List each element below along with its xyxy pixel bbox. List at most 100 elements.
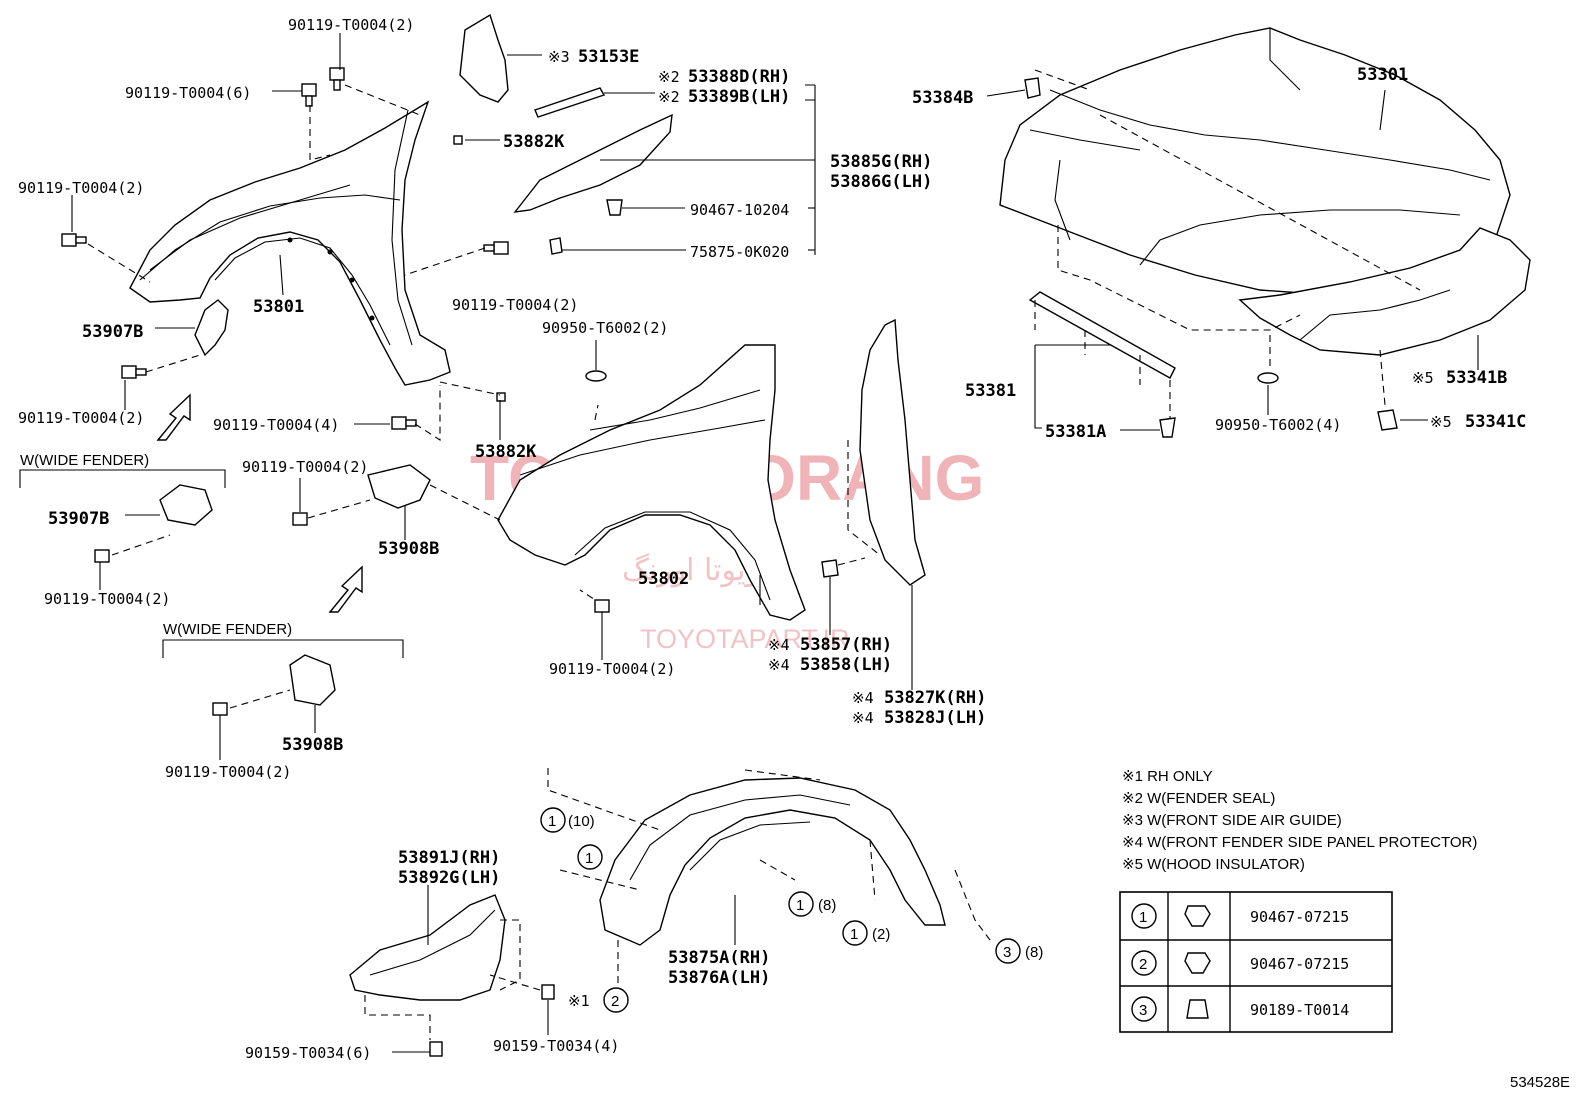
note-4: ※4 W(FRONT FENDER SIDE PANEL PROTECTOR) [1122, 834, 1477, 851]
callout-3: 3 (8) [995, 938, 1043, 964]
note-2: ※2 W(FENDER SEAL) [1122, 790, 1275, 807]
svg-text:90467-07215: 90467-07215 [1250, 908, 1349, 926]
label-53384b: 53384B [912, 88, 973, 108]
label-53827k: 53827K(RH) [884, 688, 986, 708]
notes-legend: ※1 RH ONLY ※2 W(FENDER SEAL) ※3 W(FRONT … [1122, 768, 1477, 873]
fender-seal [534, 87, 606, 118]
note-1: ※1 RH ONLY [1122, 768, 1213, 785]
svg-text:(8): (8) [1025, 944, 1043, 961]
label-53908b-wide: 53908B [282, 735, 343, 755]
mark-5: ※5 [1412, 369, 1434, 387]
mark-2: ※2 [658, 68, 680, 86]
fastener-table: 1 90467-07215 2 90467-07215 3 90189-T001… [1119, 891, 1393, 1033]
label-90119-t0004: 90119-T0004(2) [549, 660, 675, 678]
svg-text:(10): (10) [568, 813, 595, 830]
bolt-icon [594, 599, 610, 613]
label-53892g: 53892G(LH) [398, 868, 500, 888]
label-75875-0k020: 75875-0K020 [690, 243, 789, 261]
label-53882k: 53882K [503, 132, 565, 152]
label-53341b: 53341B [1446, 368, 1507, 388]
clip-53857 [821, 559, 839, 578]
label-53857: 53857(RH) [800, 635, 892, 655]
watermark-site: TOYOTAPART.IR [640, 624, 850, 654]
bolt-icon [429, 1041, 443, 1057]
bracket-53908b [367, 464, 431, 509]
mark-3: ※3 [548, 48, 570, 66]
clip-53381a [1159, 417, 1176, 438]
arrow-icon [156, 393, 191, 441]
svg-text:90189-T0014: 90189-T0014 [1250, 1001, 1349, 1019]
table-row: 3 90189-T0014 [1131, 996, 1349, 1022]
label-90467-10204: 90467-10204 [690, 201, 789, 219]
note-3: ※3 W(FRONT SIDE AIR GUIDE) [1122, 812, 1342, 829]
mark-1: ※1 [568, 992, 590, 1010]
svg-text:2: 2 [1139, 956, 1147, 973]
clip-icon [1184, 952, 1211, 974]
svg-text:3: 3 [1003, 944, 1011, 961]
table-row: 1 90467-07215 [1131, 903, 1349, 929]
svg-text:1: 1 [1139, 909, 1147, 926]
callout-2: 2 [603, 987, 629, 1013]
arrow-icon [328, 565, 363, 613]
part-labels: 90119-T0004(2) 90119-T0004(6) 90119-T000… [18, 16, 1526, 1062]
label-90119-t0004: 90119-T0004(2) [452, 296, 578, 314]
label-90119-t0004: 90119-T0004(2) [18, 409, 144, 427]
hood-53301 [999, 27, 1511, 296]
label-90119-t0004: 90119-T0004(6) [125, 84, 251, 102]
label-53828j: 53828J(LH) [884, 708, 986, 728]
label-53801: 53801 [253, 297, 304, 317]
label-90119-t0004: 90119-T0004(2) [44, 590, 170, 608]
bracket-53907b [194, 299, 229, 357]
splash-shield-53891j [349, 894, 506, 1001]
label-53886g: 53886G(LH) [830, 172, 932, 192]
label-53301: 53301 [1357, 65, 1408, 85]
svg-text:1: 1 [796, 897, 804, 914]
svg-text:1: 1 [585, 850, 593, 867]
callout-1: 1(10) [540, 807, 595, 833]
callout-1: 1 [577, 844, 603, 870]
label-wide-fender: W(WIDE FENDER) [163, 621, 292, 638]
grommet-90950-4 [1257, 372, 1279, 384]
label-90119-t0004: 90119-T0004(2) [242, 458, 368, 476]
bolt-icon [292, 512, 308, 526]
label-wide-fender: W(WIDE FENDER) [20, 452, 149, 469]
svg-text:3: 3 [1139, 1002, 1147, 1019]
label-53876a: 53876A(LH) [668, 968, 770, 988]
label-90159-t0034: 90159-T0034(6) [245, 1044, 371, 1062]
push-clip-icon [1186, 999, 1209, 1019]
label-90119-t0004: 90119-T0004(4) [213, 416, 339, 434]
label-53875a: 53875A(RH) [668, 948, 770, 968]
label-53388d: 53388D(RH) [688, 67, 790, 87]
label-53908b: 53908B [378, 539, 439, 559]
label-53907b: 53907B [82, 322, 143, 342]
svg-text:2: 2 [611, 993, 619, 1010]
grommet-90950 [585, 370, 607, 382]
label-90950-t6002: 90950-T6002(4) [1215, 416, 1341, 434]
label-53381a: 53381A [1045, 422, 1106, 442]
clip-75875-0k020 [549, 237, 563, 255]
label-53153e: 53153E [578, 47, 639, 67]
mark-4: ※4 [852, 709, 874, 727]
bolt-icon [212, 702, 228, 716]
label-53858: 53858(LH) [800, 655, 892, 675]
label-53802: 53802 [638, 569, 689, 589]
fender-liner-53875a [599, 777, 946, 946]
fender-53801 [129, 100, 451, 386]
callout-1: 1(2) [842, 920, 890, 946]
label-90119-t0004: 90119-T0004(2) [288, 16, 414, 34]
bracket-53908b-wide [289, 654, 336, 706]
label-90119-t0004: 90119-T0004(2) [18, 179, 144, 197]
panel-protector-53827k [859, 318, 926, 586]
side-panel-53885g [513, 113, 673, 213]
bolt-icon [94, 549, 110, 563]
label-53882k: 53882K [475, 442, 537, 462]
hood-insulator-53341b [1238, 227, 1531, 356]
clip-53341c [1377, 409, 1398, 431]
label-53341c: 53341C [1465, 412, 1526, 432]
mark-4: ※4 [768, 636, 790, 654]
table-row: 2 90467-07215 [1131, 950, 1349, 976]
label-90159-t0034: 90159-T0034(4) [493, 1037, 619, 1055]
mark-5: ※5 [1430, 413, 1452, 431]
mark-4: ※4 [852, 689, 874, 707]
clip-icon [1184, 905, 1211, 927]
